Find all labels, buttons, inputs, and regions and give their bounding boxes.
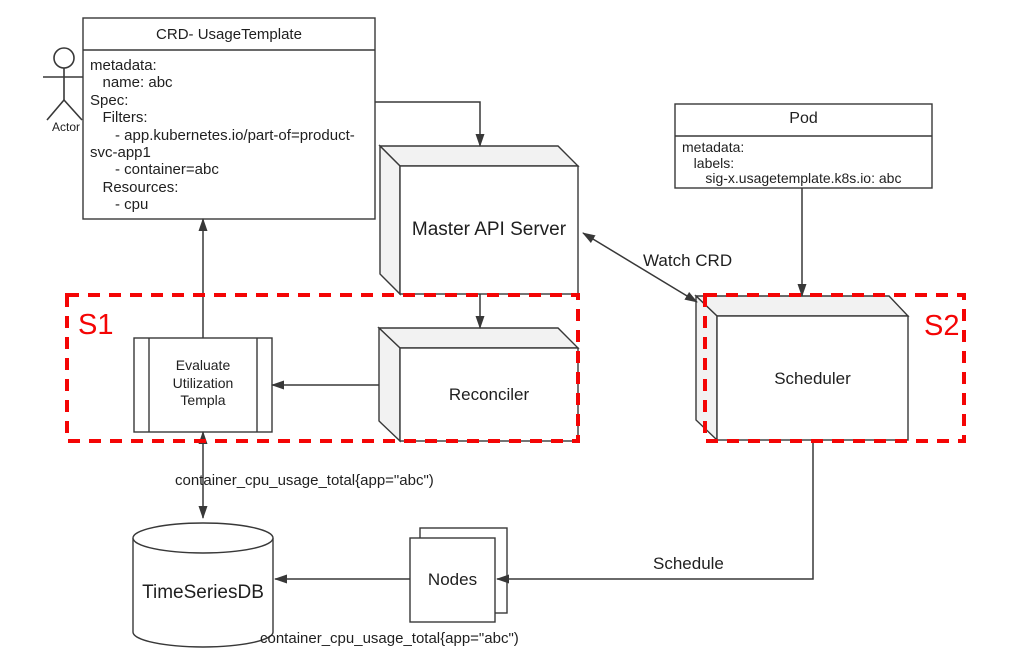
- scheduler-label: Scheduler: [774, 369, 851, 388]
- s1-boundary: [65, 293, 580, 443]
- watch-crd-edge-label: Watch CRD: [643, 251, 733, 270]
- crd-line: Spec:: [90, 91, 129, 109]
- pod-line: labels:: [682, 154, 735, 171]
- master-api-server-cube: [378, 144, 580, 296]
- crd-line: - app.kubernetes.io/part-of=product-: [90, 126, 355, 144]
- pod-box-title: Pod: [789, 110, 818, 127]
- reconciler-label: Reconciler: [448, 385, 530, 404]
- crd-line: Resources:: [90, 178, 179, 196]
- s1-boundary-label: S1: [78, 309, 114, 341]
- pod-box: [674, 103, 933, 189]
- s2-boundary: [703, 293, 966, 443]
- pod-line: sig-x.usagetemplate.k8s.io: abc: [682, 170, 902, 187]
- actor-figure: [43, 47, 88, 121]
- pod-line: metadata:: [682, 139, 745, 155]
- crd-line: - cpu: [90, 196, 149, 214]
- crd-box-title: CRD- UsageTemplate: [156, 26, 302, 43]
- evaluate-utilization-template-box: [133, 337, 273, 433]
- crd-line: metadata:: [90, 57, 157, 74]
- master-api-server-label: Master API Server: [411, 219, 567, 240]
- scheduler-cube: [694, 294, 910, 442]
- crd-line: svc-app1: [90, 144, 151, 162]
- crd-line: - container=abc: [90, 161, 219, 179]
- arrow-scheduler-to-nodes: [496, 440, 814, 584]
- nodes-label: Nodes: [427, 570, 478, 589]
- crd-usagetemplate-box: [82, 17, 376, 220]
- crd-line: name: abc: [90, 74, 173, 92]
- crd-line: Filters:: [90, 109, 148, 127]
- arrow-watch-crd: [582, 232, 698, 303]
- reconciler-cube: [377, 326, 580, 443]
- actor-label: Actor: [51, 120, 80, 134]
- schedule-edge-label: Schedule: [653, 554, 724, 573]
- timeseriesdb-cylinder: [132, 522, 274, 648]
- metric-query-label-bottom: container_cpu_usage_total{app="abc"): [260, 630, 519, 647]
- arrow-crd-to-master-api: [375, 101, 485, 147]
- metric-query-label-top: container_cpu_usage_total{app="abc"): [175, 472, 434, 489]
- timeseriesdb-label: TimeSeriesDB: [142, 582, 264, 603]
- pod-box-body: metadata: labels: sig-x.usagetemplate.k8…: [682, 139, 902, 187]
- nodes-stack: [409, 527, 508, 623]
- s2-boundary-label: S2: [924, 310, 960, 342]
- nodes-front-square: [409, 537, 496, 623]
